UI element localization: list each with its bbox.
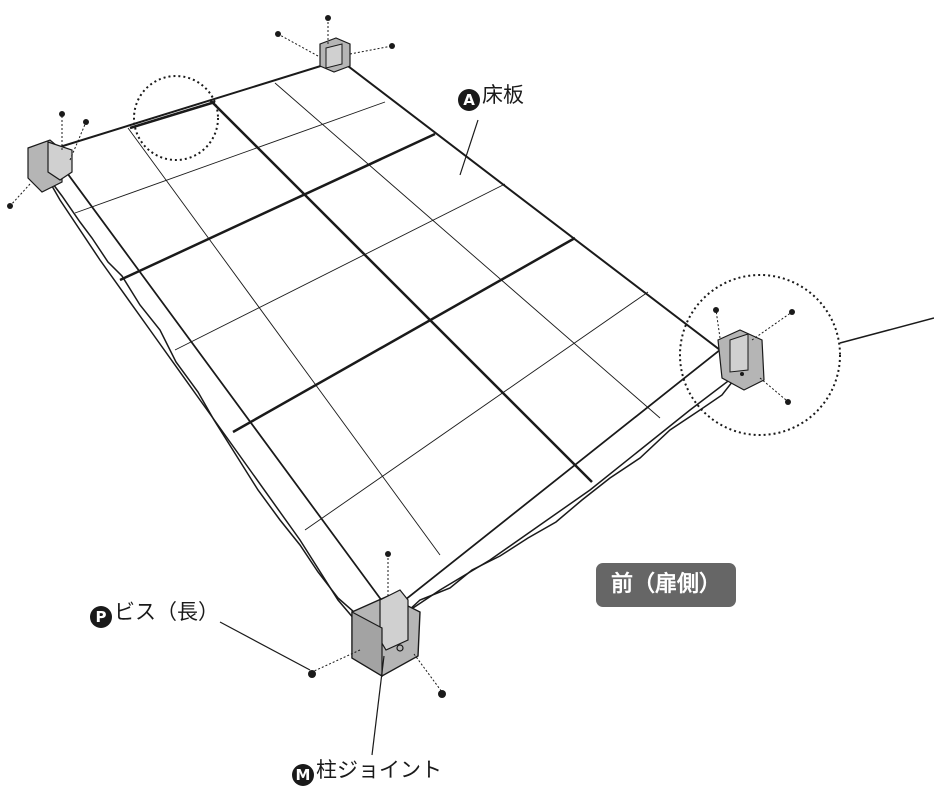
screw-icon <box>325 15 331 21</box>
screw-icon <box>713 307 719 313</box>
detail-circle-right <box>679 274 841 436</box>
leader-floor-board <box>459 119 479 176</box>
screw-icon <box>785 399 791 405</box>
detail-circle-top <box>133 75 219 161</box>
post-joint-left <box>9 112 87 207</box>
post-joint-right <box>715 309 793 401</box>
screw-icon <box>7 203 13 209</box>
screw-icons <box>7 15 795 698</box>
screw-icon <box>59 111 65 117</box>
screw-icon <box>385 551 391 557</box>
floor-rough-edge-left <box>43 171 373 641</box>
screw-icon <box>83 119 89 125</box>
detail-leader-right <box>839 317 934 344</box>
leader-post-joint <box>371 655 385 756</box>
floor-grid-lines <box>74 82 661 556</box>
screw-icon <box>438 690 446 698</box>
floor-rough-edge-front <box>371 371 741 641</box>
front-side-badge: 前（扉側） <box>596 563 736 607</box>
panel-seams-cross <box>129 99 593 483</box>
screw-icon <box>275 31 281 37</box>
marker-p: P <box>90 606 112 628</box>
leader-screw-long <box>219 621 311 671</box>
marker-a: A <box>458 89 480 111</box>
panel-seams-long <box>119 132 576 434</box>
screw-icon <box>789 309 795 315</box>
floor-board-surface <box>48 58 722 614</box>
screw-icon <box>389 43 395 49</box>
marker-m: M <box>292 764 314 786</box>
screw-icon <box>308 670 316 678</box>
post-joint-top <box>277 18 393 73</box>
post-joint-bottom <box>311 556 443 693</box>
